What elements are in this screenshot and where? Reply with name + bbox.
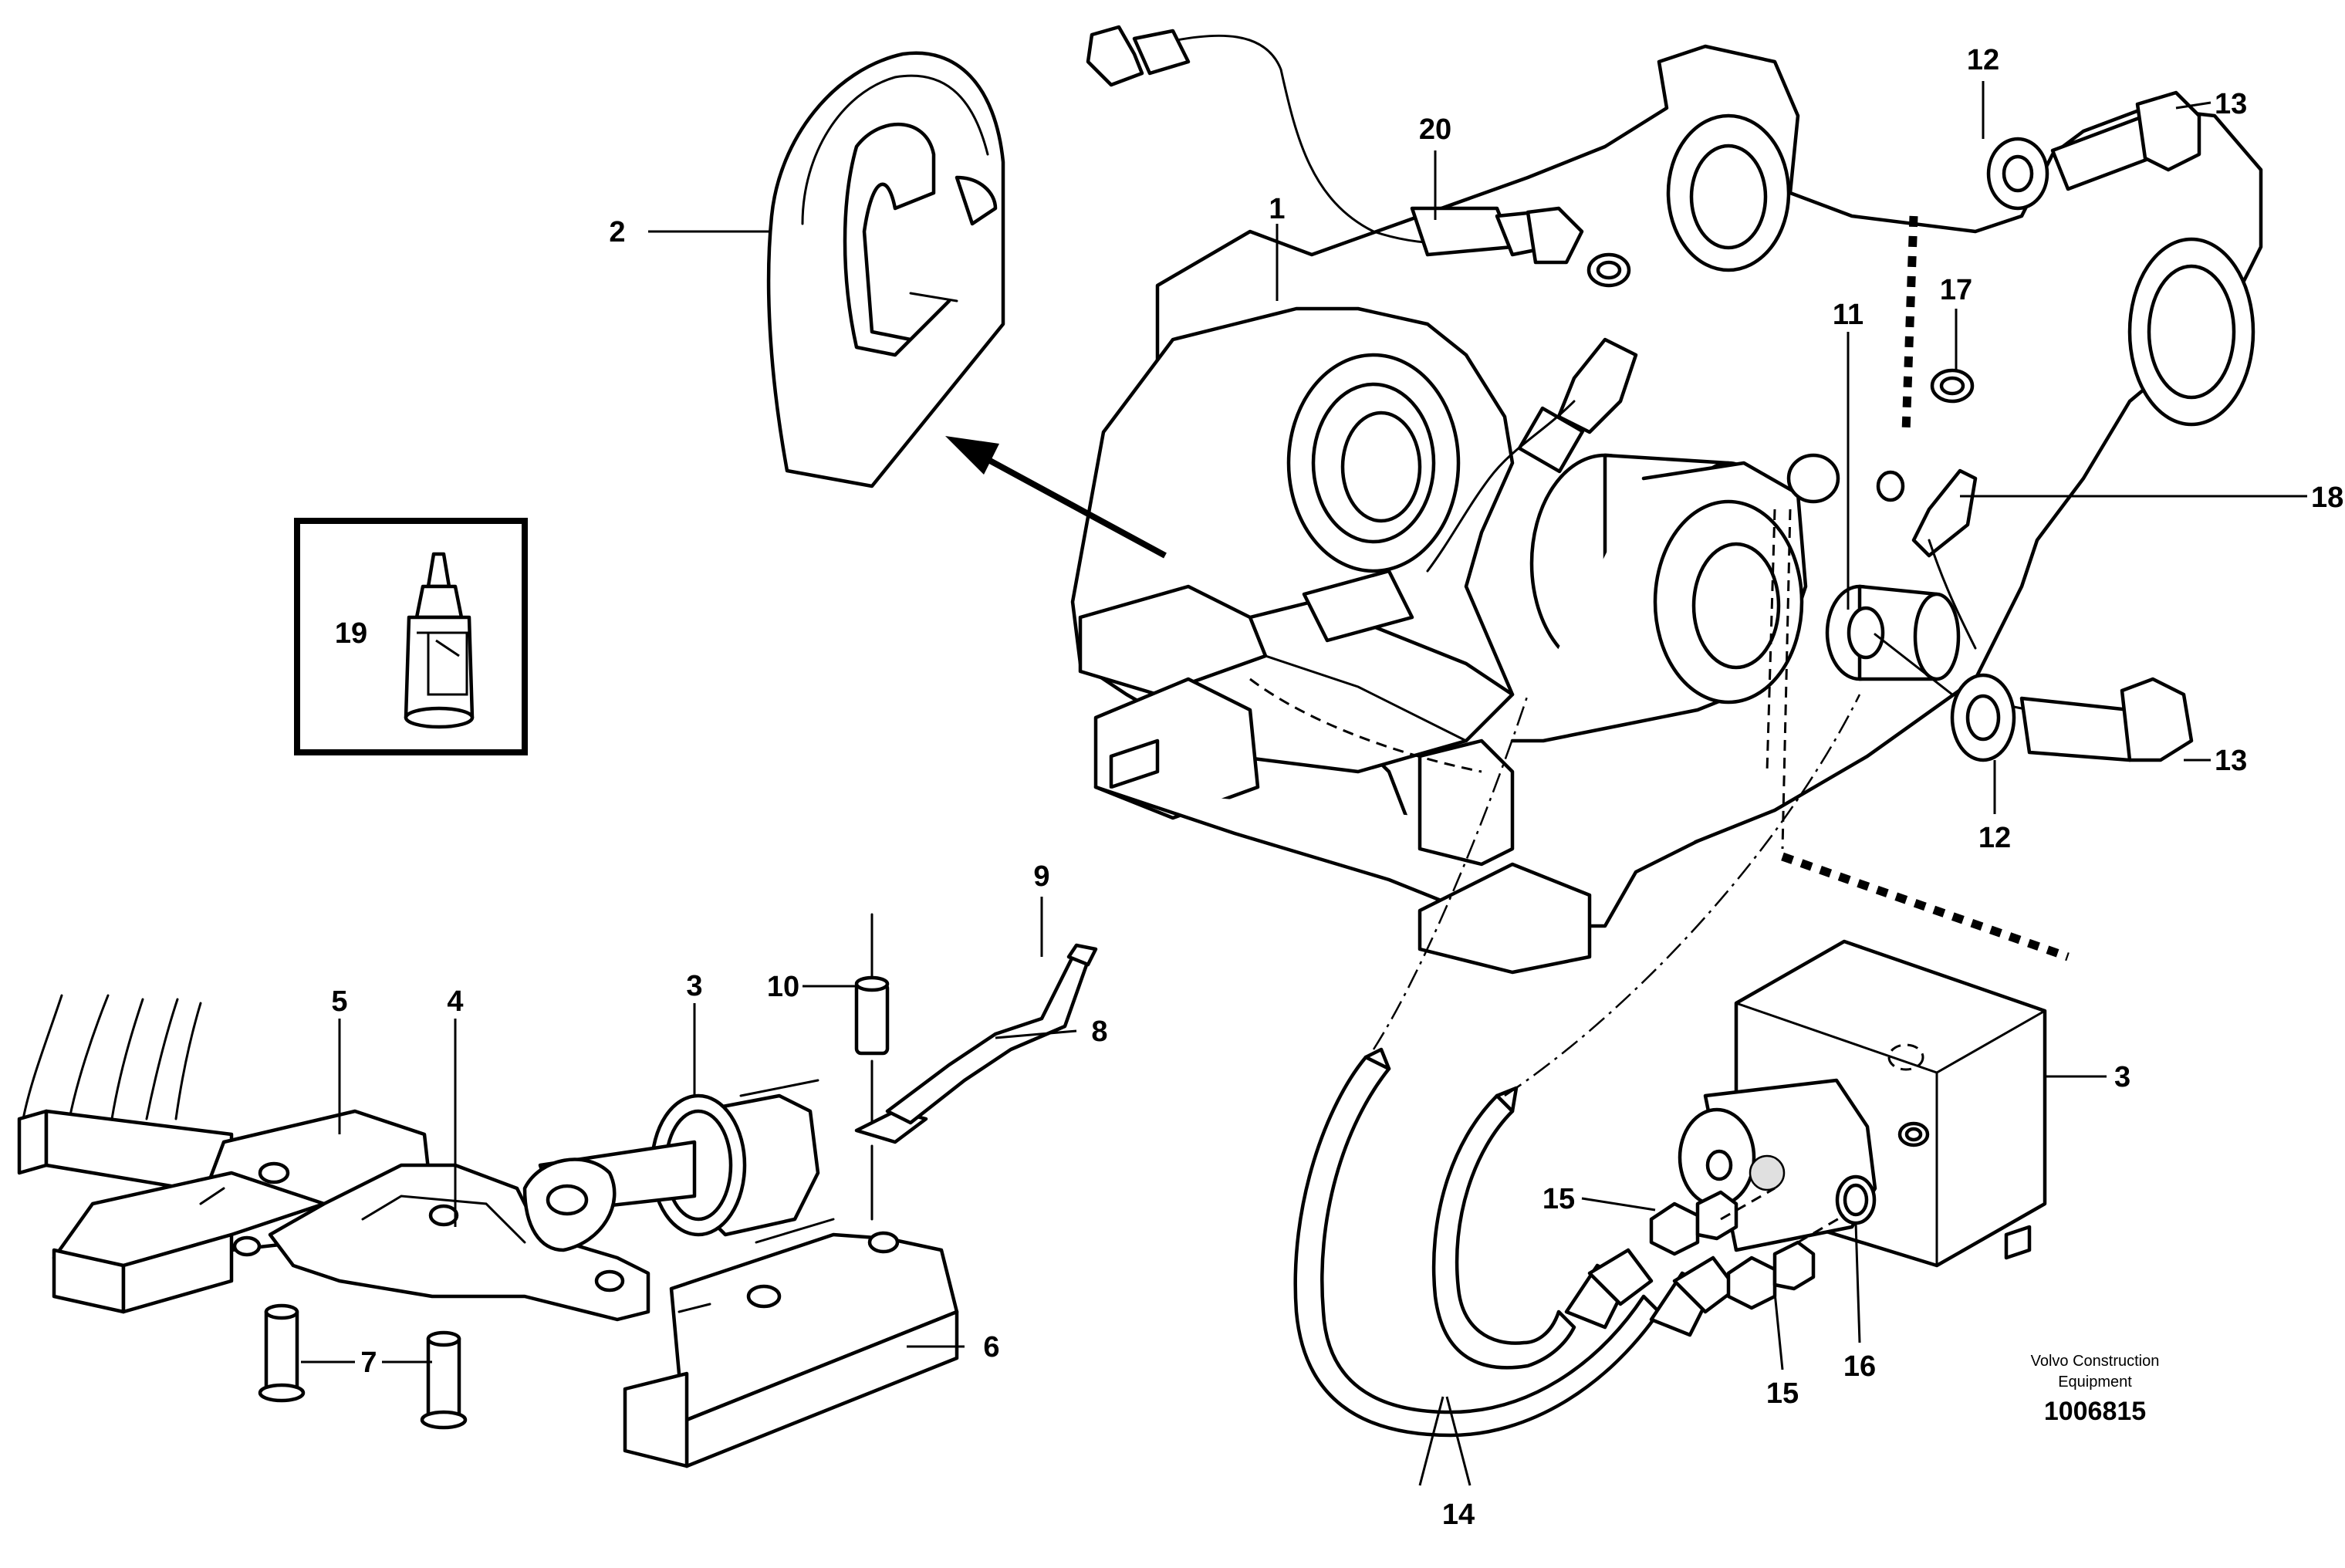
callout-10: 10 — [767, 971, 799, 1003]
leader-lines — [301, 81, 2307, 1486]
callout-12-top: 12 — [1967, 44, 1999, 76]
washer-bolt-top — [1986, 90, 2201, 211]
linkage-bracket — [17, 994, 434, 1314]
callout-labels: 2 1 20 12 13 17 11 18 13 12 3 14 15 15 1… — [331, 44, 2343, 1531]
wedge-block — [623, 1231, 959, 1468]
safety-hook — [766, 51, 1005, 488]
callout-3-right: 3 — [2114, 1061, 2130, 1093]
adhesive-box — [294, 518, 528, 755]
callout-13-top: 13 — [2215, 88, 2247, 120]
callout-15-right: 15 — [1766, 1377, 1799, 1410]
callout-2: 2 — [609, 216, 625, 248]
callout-1: 1 — [1269, 193, 1285, 225]
document-number: 1006815 — [2044, 1397, 2146, 1426]
pin-and-lever — [854, 913, 1098, 1221]
brand-line-1: Volvo Construction — [2031, 1353, 2160, 1370]
callout-17: 17 — [1940, 274, 1972, 306]
callout-14: 14 — [1442, 1499, 1475, 1531]
callout-16: 16 — [1843, 1350, 1876, 1383]
callout-9: 9 — [1033, 860, 1049, 893]
callout-11: 11 — [1833, 299, 1863, 331]
hydraulic-cylinder-drawing — [522, 1079, 835, 1252]
hydraulic-hose-drawing — [1293, 1047, 1877, 1438]
brand-line-2: Equipment — [2058, 1374, 2132, 1391]
callout-8: 8 — [1091, 1015, 1107, 1048]
callout-20: 20 — [1419, 113, 1451, 146]
top-hose-assembly — [1086, 25, 1584, 265]
callout-7: 7 — [360, 1347, 377, 1379]
lever-plate — [268, 1163, 650, 1322]
detail-arrow — [945, 436, 1167, 559]
callout-19: 19 — [335, 617, 367, 650]
callout-6: 6 — [983, 1331, 999, 1364]
callout-3-left: 3 — [686, 970, 702, 1002]
callout-15-left: 15 — [1542, 1183, 1575, 1215]
callout-4: 4 — [447, 985, 463, 1018]
callout-12-bottom: 12 — [1978, 822, 2011, 854]
washer-bolt-bottom — [1874, 633, 2194, 762]
callout-5: 5 — [331, 985, 347, 1018]
footer-brand: Volvo Construction Equipment 1006815 — [2031, 1353, 2160, 1426]
callout-18: 18 — [2311, 482, 2343, 514]
bolts-part-7 — [258, 1303, 468, 1430]
adhesive-bottle-icon — [404, 552, 475, 729]
callout-13-bottom: 13 — [2215, 745, 2247, 777]
